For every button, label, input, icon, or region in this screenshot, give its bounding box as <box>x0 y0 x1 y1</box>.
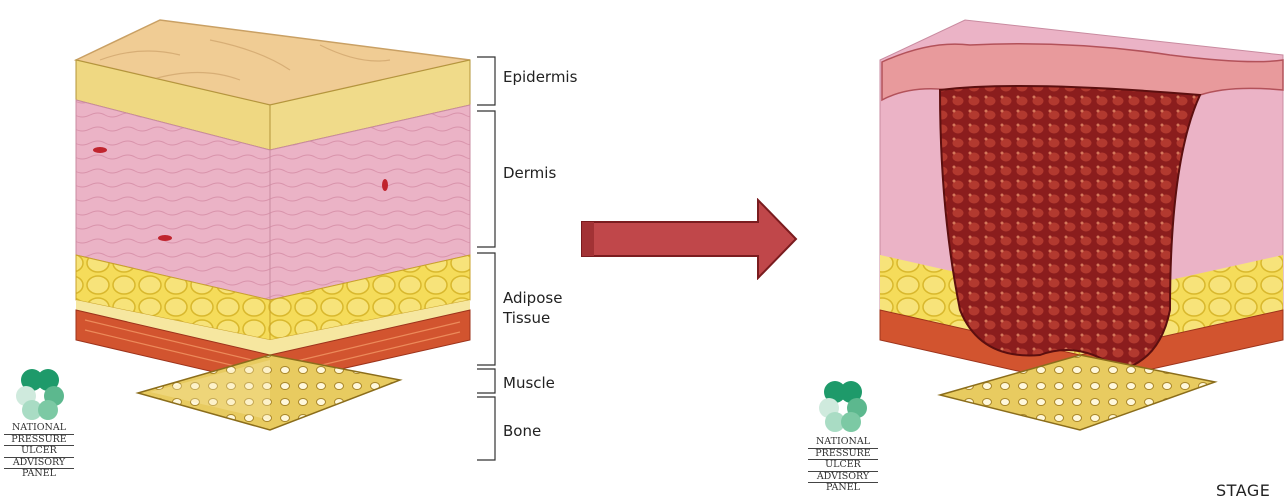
label-bone: Bone <box>503 421 541 441</box>
npuap-logo-icon <box>815 378 871 436</box>
npuap-logo-text-right: NATIONAL PRESSURE ULCER ADVISORY PANEL <box>808 437 878 494</box>
right-arrow-icon <box>580 198 800 280</box>
healthy-skin-illustration <box>60 10 480 490</box>
label-dermis: Dermis <box>503 163 556 183</box>
logo-line-5: PANEL <box>4 469 74 480</box>
npuap-logo-icon <box>12 366 68 424</box>
label-epidermis: Epidermis <box>503 67 577 87</box>
stage-label: STAGE <box>1216 481 1270 500</box>
logo-line-1: NATIONAL <box>4 423 74 435</box>
layer-brackets <box>475 55 505 465</box>
logo-line-3: ULCER <box>808 460 878 472</box>
label-adipose-tissue: Adipose Tissue <box>503 288 562 328</box>
pressure-ulcer-illustration <box>870 10 1285 490</box>
logo-line-5: PANEL <box>808 483 878 494</box>
wound-cavity <box>940 86 1200 370</box>
label-muscle: Muscle <box>503 373 555 393</box>
logo-line-3: ULCER <box>4 446 74 458</box>
logo-line-1: NATIONAL <box>808 437 878 449</box>
npuap-logo-text-left: NATIONAL PRESSURE ULCER ADVISORY PANEL <box>4 423 74 480</box>
